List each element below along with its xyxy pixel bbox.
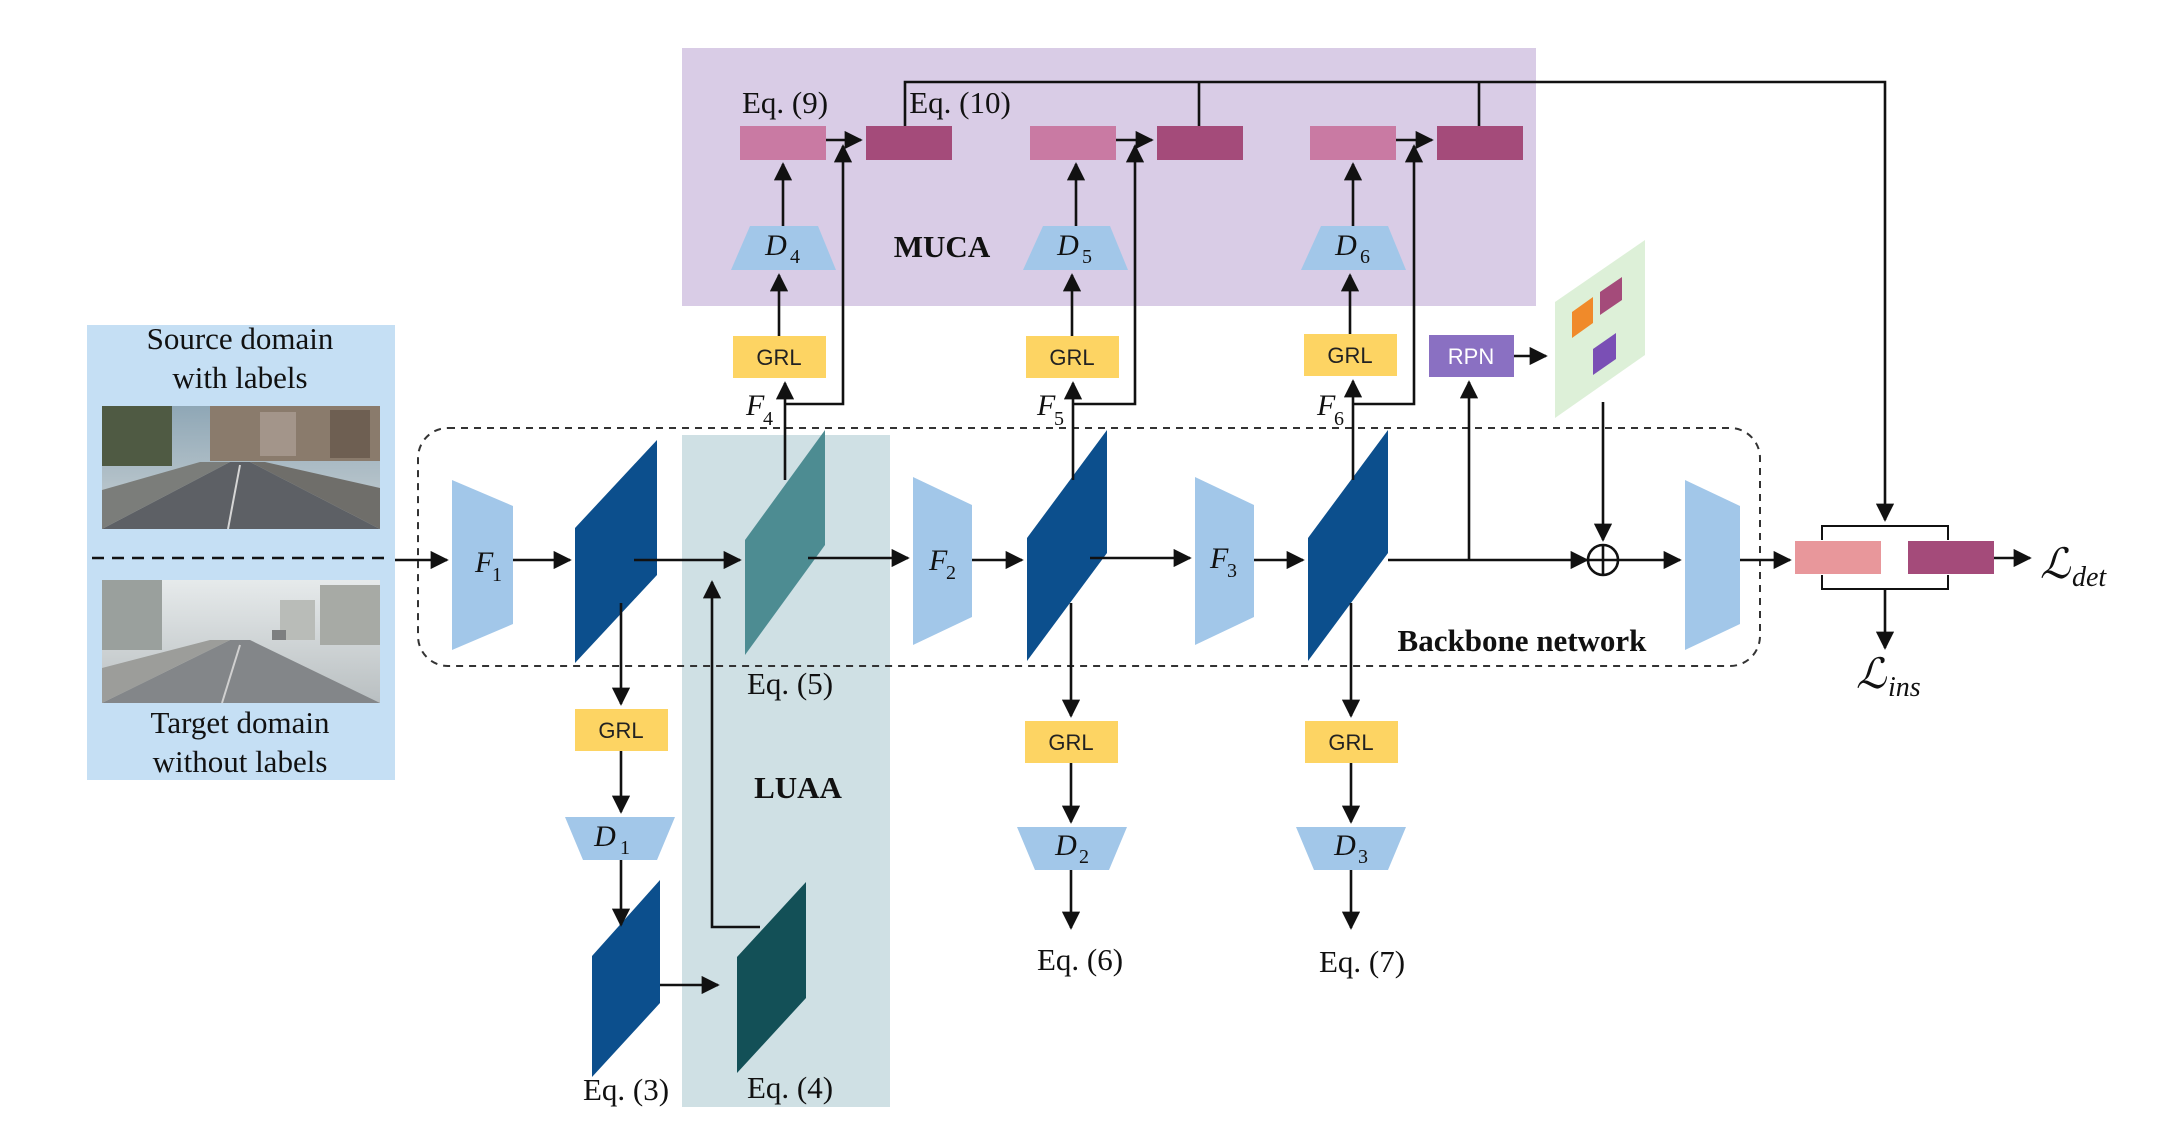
svg-text:3: 3 — [1227, 560, 1237, 582]
discriminator-d2: D 2 — [1017, 827, 1127, 870]
muca-block-eq9-3 — [1310, 126, 1396, 160]
svg-text:F: F — [474, 546, 494, 579]
input-panel — [87, 325, 395, 780]
svg-text:6: 6 — [1334, 408, 1344, 430]
eq4-label: Eq. (4) — [747, 1070, 833, 1105]
eq9-label: Eq. (9) — [742, 85, 828, 120]
svg-text:F: F — [928, 544, 948, 577]
grl-d3: GRL — [1305, 721, 1398, 763]
svg-text:GRL: GRL — [1327, 343, 1372, 368]
eq6-label: Eq. (6) — [1037, 942, 1123, 977]
grl-d6: GRL — [1304, 334, 1397, 376]
svg-text:RPN: RPN — [1448, 344, 1494, 369]
svg-text:5: 5 — [1082, 246, 1092, 268]
discriminator-d3: D 3 — [1296, 827, 1406, 870]
feature-map-3 — [1308, 430, 1388, 661]
svg-text:ins: ins — [1888, 672, 1921, 703]
grl-d1: GRL — [575, 709, 668, 751]
svg-text:D: D — [593, 820, 616, 853]
extractor-f1 — [452, 480, 513, 650]
extractor-f3 — [1195, 477, 1254, 645]
target-domain-line2: without labels — [153, 744, 328, 779]
label-f6: F 6 — [1316, 389, 1344, 430]
svg-text:F: F — [1209, 542, 1229, 575]
discriminator-d1: D 1 — [565, 817, 675, 860]
feature-map-luaa — [745, 430, 825, 655]
discriminator-d4: D 4 — [731, 226, 836, 270]
luaa-map-eq4 — [737, 882, 806, 1073]
muca-block-eq10-1 — [866, 126, 952, 160]
eq10-label: Eq. (10) — [909, 85, 1011, 120]
source-domain-line2: with labels — [172, 360, 307, 395]
label-f3: F 3 — [1209, 542, 1237, 582]
svg-text:det: det — [2072, 562, 2107, 593]
source-domain-line1: Source domain — [147, 321, 334, 356]
grl-d4: GRL — [733, 336, 826, 378]
svg-text:ℒ: ℒ — [2040, 542, 2071, 588]
source-image — [102, 406, 380, 530]
svg-text:D: D — [1054, 829, 1077, 862]
svg-text:D: D — [1334, 229, 1357, 262]
feature-map-2 — [1027, 430, 1107, 661]
loss-ins: ℒ ins — [1856, 652, 1921, 703]
grl-d5: GRL — [1026, 336, 1119, 378]
muca-block-eq9-2 — [1030, 126, 1116, 160]
grl-d2: GRL — [1025, 721, 1118, 763]
svg-text:F: F — [745, 389, 765, 422]
muca-block-eq9-1 — [740, 126, 826, 160]
svg-text:1: 1 — [492, 564, 502, 586]
svg-text:ℒ: ℒ — [1856, 652, 1887, 698]
label-f5: F 5 — [1036, 389, 1064, 430]
discriminator-d5: D 5 — [1023, 226, 1128, 270]
svg-text:D: D — [764, 229, 787, 262]
svg-text:2: 2 — [946, 562, 956, 584]
loss-det: ℒ det — [2040, 542, 2107, 593]
luaa-label: LUAA — [754, 770, 842, 805]
eq7-label: Eq. (7) — [1319, 944, 1405, 979]
svg-text:GRL: GRL — [1048, 730, 1093, 755]
svg-text:4: 4 — [763, 408, 773, 430]
label-f1: F 1 — [474, 546, 502, 586]
target-image — [102, 580, 380, 704]
svg-text:GRL: GRL — [1049, 345, 1094, 370]
rpn-box: RPN — [1429, 335, 1514, 377]
svg-text:4: 4 — [790, 246, 800, 268]
svg-text:GRL: GRL — [598, 718, 643, 743]
backbone-label: Backbone network — [1398, 623, 1648, 658]
svg-text:GRL: GRL — [1328, 730, 1373, 755]
instance-block-light — [1795, 541, 1881, 574]
extractor-f2 — [913, 477, 972, 645]
svg-text:3: 3 — [1358, 846, 1368, 868]
backbone-container — [417, 427, 1761, 667]
svg-text:D: D — [1056, 229, 1079, 262]
extractor-final — [1685, 480, 1740, 650]
label-f2: F 2 — [928, 544, 956, 584]
muca-label: MUCA — [894, 229, 991, 264]
eq3-label: Eq. (3) — [583, 1072, 669, 1107]
muca-block-eq10-2 — [1157, 126, 1243, 160]
feature-map-1 — [575, 440, 657, 663]
discriminator-d6: D 6 — [1301, 226, 1406, 270]
target-domain-line1: Target domain — [151, 705, 330, 740]
label-f4: F 4 — [745, 389, 773, 430]
svg-text:F: F — [1316, 389, 1336, 422]
svg-text:1: 1 — [620, 837, 630, 859]
svg-text:GRL: GRL — [756, 345, 801, 370]
svg-text:6: 6 — [1360, 246, 1370, 268]
roi-proposals-panel — [1555, 240, 1645, 418]
svg-text:5: 5 — [1054, 408, 1064, 430]
luaa-map-eq3 — [592, 880, 660, 1077]
muca-block-eq10-3 — [1437, 126, 1523, 160]
instance-block-dark — [1908, 541, 1994, 574]
svg-text:D: D — [1333, 829, 1356, 862]
feature-fusion-oplus — [1586, 543, 1620, 577]
svg-text:F: F — [1036, 389, 1056, 422]
svg-text:2: 2 — [1079, 846, 1089, 868]
eq5-label: Eq. (5) — [747, 666, 833, 701]
